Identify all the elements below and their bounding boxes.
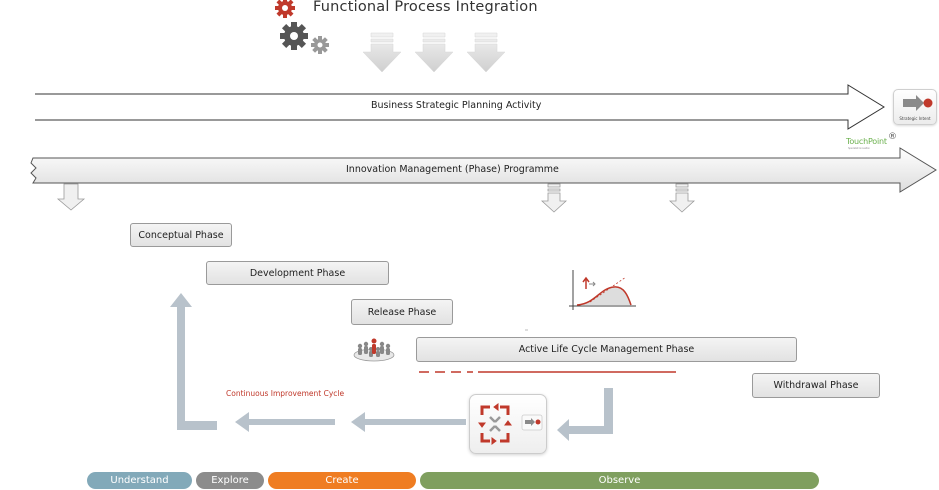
brand-tagline: Specialist Innovation xyxy=(848,147,870,150)
product-lifecycle-chart-icon xyxy=(569,270,636,310)
down-arrow-icon xyxy=(362,32,402,73)
phase-active-lifecycle[interactable]: Active Life Cycle Management Phase xyxy=(416,337,797,362)
strategic-intent-box[interactable]: Strategic Intent xyxy=(893,89,937,125)
page-title: Functional Process Integration xyxy=(313,0,538,15)
down-arrow-icon xyxy=(414,32,454,73)
gear-red-icon xyxy=(275,0,295,18)
brand-name: TouchPoint xyxy=(846,137,887,146)
phase-withdrawal[interactable]: Withdrawal Phase xyxy=(752,373,880,398)
phase-conceptual[interactable]: Conceptual Phase xyxy=(130,223,232,247)
strategic-intent-label: Strategic Intent xyxy=(899,116,931,121)
strategic-band-arrow xyxy=(35,84,885,130)
gear-dark-icon xyxy=(280,22,308,50)
stage-observe[interactable]: Observe xyxy=(420,472,819,489)
people-group-icon xyxy=(353,338,395,362)
improvement-flow xyxy=(170,293,613,441)
continuous-improvement-label: Continuous Improvement Cycle xyxy=(226,389,345,398)
strategic-intent-icon xyxy=(903,95,933,111)
down-arrow-icon xyxy=(540,183,568,213)
stage-explore[interactable]: Explore xyxy=(196,472,264,489)
cycle-box[interactable] xyxy=(469,394,547,454)
stage-understand[interactable]: Understand xyxy=(87,472,192,489)
innovation-band-label: Innovation Management (Phase) Programme xyxy=(346,164,559,175)
brand-mark: ® xyxy=(888,132,897,142)
innovation-band-arrow xyxy=(30,147,937,193)
gear-grey-icon xyxy=(311,36,329,54)
down-arrow-icon xyxy=(466,32,506,73)
brand-logo: TouchPoint ® Specialist Innovation xyxy=(846,132,897,150)
cycle-icon xyxy=(478,403,543,445)
stage-create[interactable]: Create xyxy=(268,472,416,489)
down-arrow-icon xyxy=(56,183,86,211)
phase-release[interactable]: Release Phase xyxy=(351,299,453,325)
phase-development[interactable]: Development Phase xyxy=(206,261,389,285)
strategic-band-label: Business Strategic Planning Activity xyxy=(371,100,542,111)
down-arrow-icon xyxy=(668,183,696,213)
